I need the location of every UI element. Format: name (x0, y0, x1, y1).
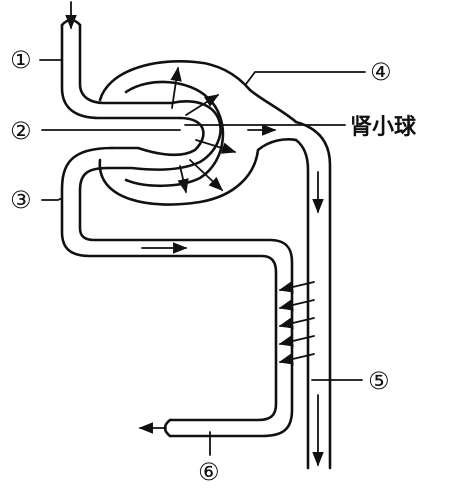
bowmans-capsule (98, 60, 298, 206)
filtration-arrow (177, 165, 189, 194)
filtration-arrow (185, 94, 220, 116)
filtration-arrow (195, 139, 237, 154)
flow-arrows (65, 1, 324, 467)
label-4: ④ (370, 58, 392, 86)
reabsorption-arrow (278, 281, 315, 293)
glomerulus (106, 100, 222, 171)
reabsorption-arrow (278, 335, 315, 347)
renal-tubule (294, 120, 332, 470)
label-renal-corpuscle: 肾小球 (350, 115, 417, 140)
label-5: ⑤ (368, 367, 390, 395)
filtration-arrow (189, 159, 224, 191)
reabsorption-arrow (278, 353, 315, 365)
label-3: ③ (10, 186, 32, 214)
leader-line-3 (41, 197, 63, 201)
efferent-vessel (60, 146, 294, 438)
reabsorption-arrow (278, 299, 315, 311)
label-2: ② (10, 117, 32, 145)
leader-line-4 (245, 71, 366, 85)
leader-lines (39, 59, 366, 456)
filtration-arrow (170, 66, 182, 109)
label-6: ⑥ (198, 458, 220, 486)
label-1: ① (10, 46, 32, 74)
afferent-arteriole (60, 18, 182, 120)
reabsorption-arrow (278, 317, 315, 329)
